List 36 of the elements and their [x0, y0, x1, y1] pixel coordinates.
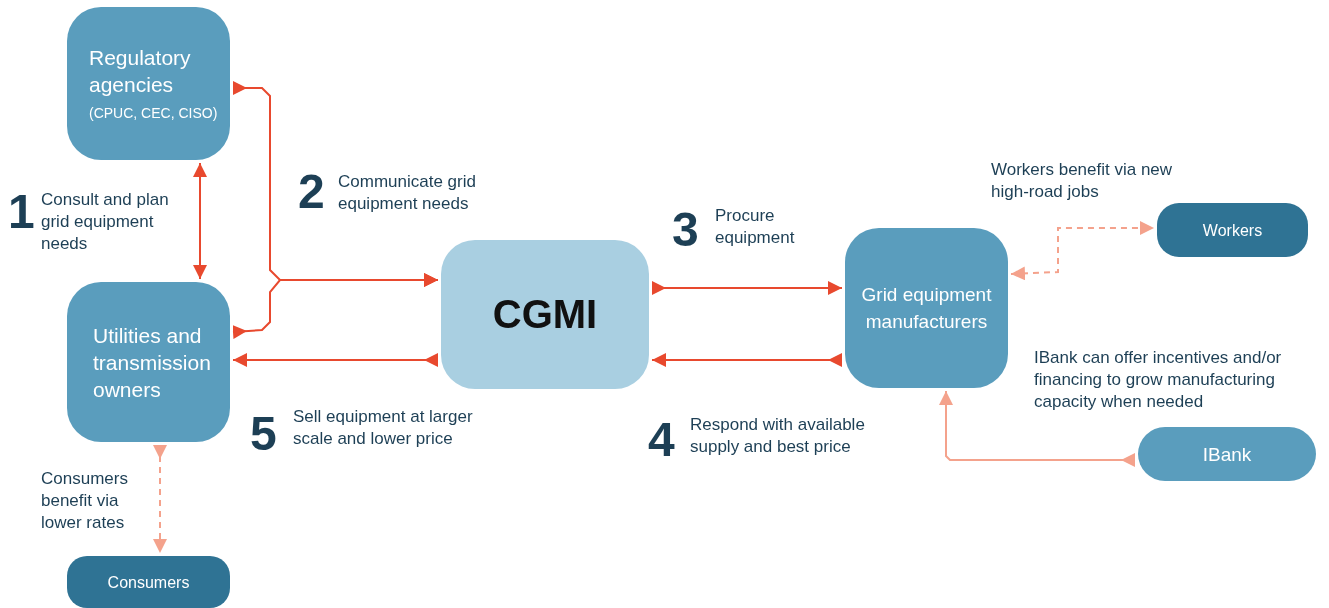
node-label: Workers — [1201, 220, 1264, 241]
node-label: IBank — [1201, 442, 1253, 467]
rounded-box — [845, 228, 1008, 388]
arrow — [232, 273, 439, 339]
rounded-box — [441, 240, 649, 389]
step-number: 2 — [298, 168, 325, 216]
step-description: IBank can offer incentives and/or financing to grow manufacturing capacity when needed — [1034, 347, 1283, 413]
arrow — [232, 353, 439, 367]
step-number: 1 — [8, 188, 35, 236]
node-label: Grid equipment manufacturers — [860, 283, 993, 334]
rounded-box — [67, 282, 230, 442]
step-number: 4 — [648, 416, 675, 464]
node-label: Regulatory agencies — [89, 44, 192, 98]
arrow — [651, 281, 843, 295]
step-description: Consult and plan grid equipment needs — [41, 189, 170, 255]
node-sublabel: (CPUC, CEC, CISO) — [89, 103, 219, 123]
rounded-box — [1138, 427, 1316, 481]
step-description: Consumers benefit via lower rates — [41, 468, 129, 534]
rounded-box — [1157, 203, 1308, 257]
rounded-box — [67, 7, 230, 160]
step-description: Workers benefit via new high-road jobs — [991, 159, 1174, 203]
step-number: 3 — [672, 206, 699, 254]
arrow — [193, 162, 207, 280]
node-label: Consumers — [106, 572, 191, 593]
step-description: Respond with available supply and best price — [690, 414, 866, 458]
step-number: 5 — [250, 410, 277, 458]
arrow — [651, 353, 843, 367]
dashed-arrow — [153, 444, 167, 554]
step-description: Procure equipment — [715, 205, 796, 249]
node-label: Utilities and transmission owners — [93, 322, 212, 403]
step-description: Sell equipment at larger scale and lower price — [293, 406, 474, 450]
arrow — [939, 390, 1136, 467]
dashed-arrow — [1010, 221, 1155, 281]
rounded-box — [67, 556, 230, 608]
node-label: CGMI — [491, 301, 599, 328]
step-description: Communicate grid equipment needs — [338, 171, 477, 215]
